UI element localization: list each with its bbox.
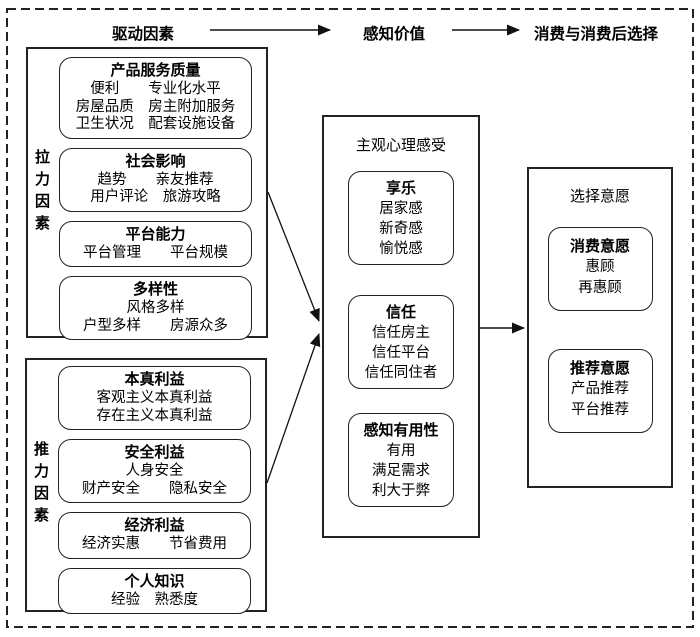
leaf-box-authentic-benefit: 本真利益 客观主义本真利益 存在主义本真利益 bbox=[58, 366, 251, 430]
leaf-row: 平台管理 平台规模 bbox=[83, 244, 228, 261]
leaf-title: 产品服务质量 bbox=[110, 63, 201, 79]
leaf-row: 便利 专业化水平 bbox=[90, 81, 221, 97]
leaf-title: 社会影响 bbox=[125, 153, 186, 170]
leaf-title: 消费意愿 bbox=[569, 239, 630, 255]
leaf-row: 风格多样 bbox=[126, 300, 185, 316]
leaf-row: 经验 熟悉度 bbox=[111, 591, 198, 608]
leaf-row: 产品推荐 bbox=[571, 381, 629, 397]
leaf-title: 感知有用性 bbox=[363, 423, 439, 439]
push-factors-box: 推力因素 本真利益 客观主义本真利益 存在主义本真利益 安全利益 人身安全 财产… bbox=[25, 358, 267, 614]
leaf-row: 信任平台 bbox=[372, 345, 430, 361]
leaf-row: 人身安全 bbox=[125, 463, 184, 479]
leaf-row: 客观主义本真利益 bbox=[96, 390, 213, 406]
leaf-row: 信任房主 bbox=[372, 325, 430, 341]
leaf-title: 推荐意愿 bbox=[569, 361, 630, 377]
leaf-row: 有用 bbox=[386, 443, 416, 459]
leaf-box-economic-benefit: 经济利益 经济实惠 节省费用 bbox=[58, 512, 251, 559]
leaf-row: 居家感 bbox=[379, 201, 423, 217]
choice-willingness-box: 选择意愿 消费意愿 惠顾 再惠顾 推荐意愿 产品推荐 平台推荐 bbox=[527, 167, 673, 488]
leaf-title: 安全利益 bbox=[124, 445, 185, 461]
leaf-row: 愉悦感 bbox=[379, 241, 423, 257]
leaf-row: 平台推荐 bbox=[571, 402, 629, 418]
leaf-box-perceived-usefulness: 感知有用性 有用 满足需求 利大于弊 bbox=[348, 413, 454, 507]
leaf-box-product-service-quality: 产品服务质量 便利 专业化水平 房屋品质 房主附加服务 卫生状况 配套设施设备 bbox=[59, 57, 252, 139]
subjective-perception-box: 主观心理感受 享乐 居家感 新奇感 愉悦感 信任 信任房主 信任平台 信任同住者… bbox=[322, 115, 480, 538]
leaf-row: 惠顾 bbox=[585, 259, 615, 275]
leaf-box-personal-knowledge: 个人知识 经验 熟悉度 bbox=[58, 567, 251, 614]
leaf-box-consumption-willingness: 消费意愿 惠顾 再惠顾 bbox=[547, 227, 653, 311]
leaf-box-platform-capability: 平台能力 平台管理 平台规模 bbox=[59, 220, 252, 267]
leaf-row: 用户评论 旅游攻略 bbox=[90, 189, 221, 205]
leaf-title: 信任 bbox=[385, 305, 416, 321]
arrow-pull-to-perception bbox=[267, 191, 320, 322]
leaf-box-safety-benefit: 安全利益 人身安全 财产安全 隐私安全 bbox=[58, 439, 251, 503]
choice-box-title: 选择意愿 bbox=[569, 189, 630, 205]
leaf-title: 本真利益 bbox=[124, 372, 185, 388]
pull-factors-side-label: 拉力因素 bbox=[33, 148, 49, 237]
leaf-title: 享乐 bbox=[385, 181, 416, 197]
leaf-row: 满足需求 bbox=[372, 463, 430, 479]
pull-factors-column: 产品服务质量 便利 专业化水平 房屋品质 房主附加服务 卫生状况 配套设施设备 … bbox=[59, 57, 252, 340]
leaf-title: 个人知识 bbox=[124, 573, 185, 590]
leaf-row: 房屋品质 房主附加服务 bbox=[75, 98, 236, 115]
leaf-row: 卫生状况 配套设施设备 bbox=[75, 116, 236, 132]
leaf-title: 平台能力 bbox=[125, 226, 186, 243]
leaf-row: 新奇感 bbox=[379, 221, 423, 237]
header-perceived-value: 感知价值 bbox=[363, 26, 426, 43]
arrow-push-to-perception bbox=[266, 333, 321, 484]
leaf-box-trust: 信任 信任房主 信任平台 信任同住者 bbox=[348, 295, 454, 389]
leaf-row: 经济实惠 节省费用 bbox=[82, 536, 227, 552]
leaf-row: 财产安全 隐私安全 bbox=[82, 480, 227, 497]
leaf-row: 再惠顾 bbox=[578, 280, 622, 296]
leaf-box-recommendation-willingness: 推荐意愿 产品推荐 平台推荐 bbox=[547, 349, 653, 433]
leaf-title: 多样性 bbox=[132, 282, 178, 298]
pull-factors-box: 拉力因素 产品服务质量 便利 专业化水平 房屋品质 房主附加服务 卫生状况 配套… bbox=[26, 47, 268, 340]
leaf-row: 信任同住者 bbox=[364, 365, 438, 381]
leaf-title: 经济利益 bbox=[124, 518, 185, 534]
leaf-row: 存在主义本真利益 bbox=[96, 407, 213, 424]
header-post-consumption-choice: 消费与消费后选择 bbox=[534, 26, 659, 43]
leaf-row: 户型多样 房源众多 bbox=[83, 317, 228, 334]
header-driving-factors: 驱动因素 bbox=[112, 26, 175, 43]
leaf-box-hedonic: 享乐 居家感 新奇感 愉悦感 bbox=[348, 171, 454, 265]
leaf-row: 趋势 亲友推荐 bbox=[97, 171, 214, 188]
leaf-box-diversity: 多样性 风格多样 户型多样 房源众多 bbox=[59, 276, 252, 340]
perception-box-title: 主观心理感受 bbox=[355, 138, 446, 154]
push-factors-side-label: 推力因素 bbox=[32, 441, 48, 529]
leaf-box-social-influence: 社会影响 趋势 亲友推荐 用户评论 旅游攻略 bbox=[59, 147, 252, 212]
push-factors-column: 本真利益 客观主义本真利益 存在主义本真利益 安全利益 人身安全 财产安全 隐私… bbox=[58, 366, 251, 614]
leaf-row: 利大于弊 bbox=[372, 483, 430, 499]
